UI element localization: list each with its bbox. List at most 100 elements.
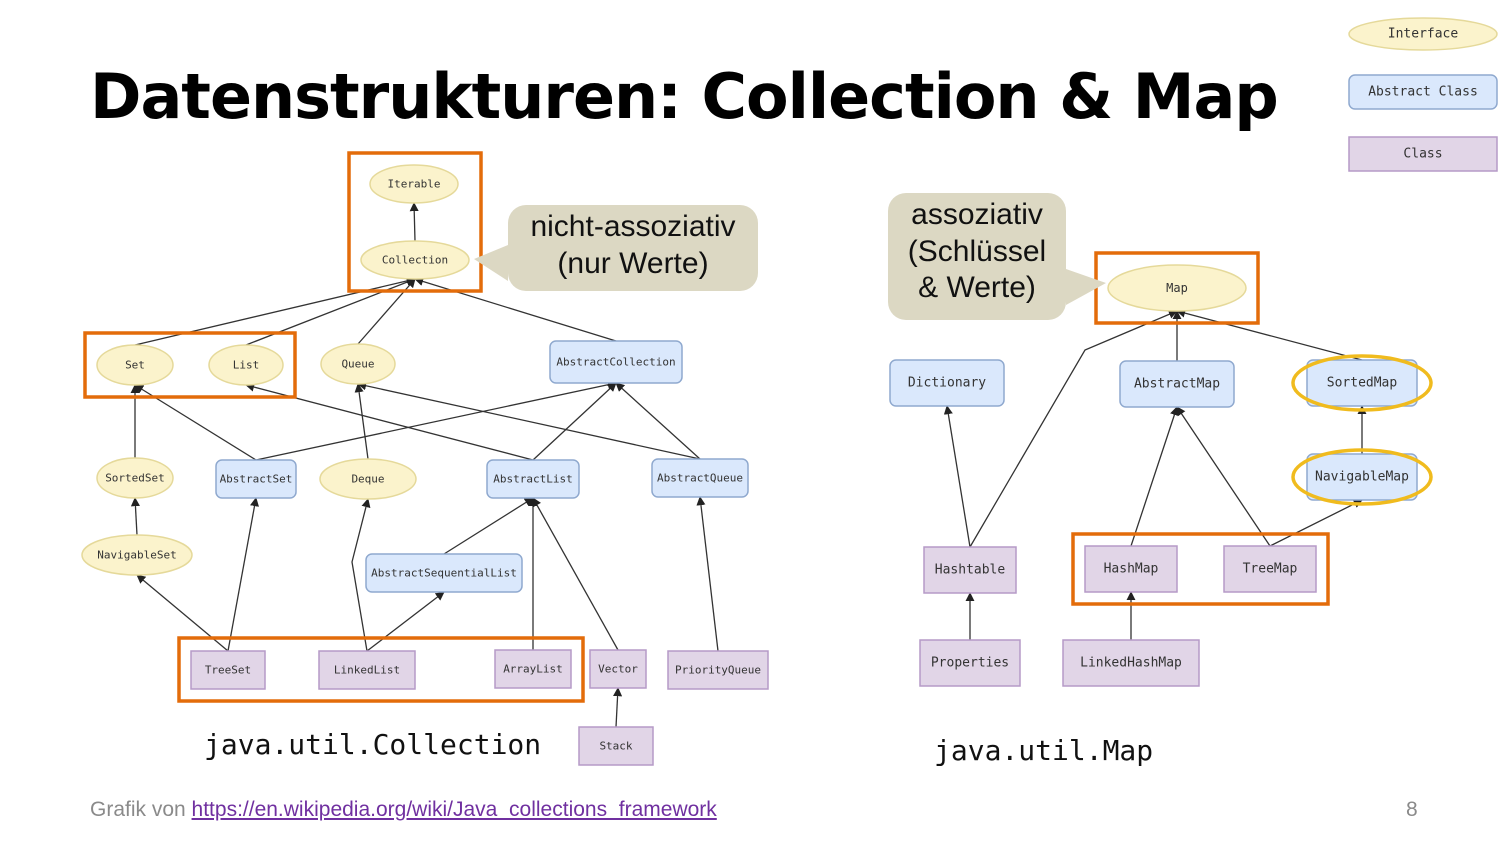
legend-item-class: Class (1348, 136, 1498, 172)
interface-shape (369, 164, 459, 204)
node-label: Stack (599, 740, 632, 753)
edge-abstract-queue-to-abstract-collection (615, 382, 701, 460)
callout-associative: assoziativ (Schlüssel & Werte) (888, 193, 1106, 320)
highlight-box-set-list (83, 331, 297, 399)
highlight-box-iterable-collection (347, 151, 483, 293)
node-iterable: Iterable (369, 164, 459, 204)
callout-line: assoziativ (911, 198, 1043, 231)
node-hashtable: Hashtable (923, 546, 1017, 594)
node-abstract-collection: AbstractCollection (549, 340, 683, 384)
class-shape (919, 639, 1021, 687)
callout-line: (Schlüssel (907, 234, 1047, 268)
abstract-class-shape (1306, 359, 1418, 407)
node-label: Queue (341, 358, 374, 371)
highlight-ring (1291, 448, 1433, 506)
node-label: TreeSet (205, 664, 251, 677)
node-tree-set: TreeSet (190, 650, 266, 690)
node-abstract-set: AbstractSet (215, 459, 297, 499)
node-label: Dictionary (908, 376, 986, 391)
node-set: Set (96, 344, 174, 386)
legend-label: Class (1403, 147, 1442, 162)
legend-swatch (1348, 17, 1498, 51)
node-label: Deque (351, 473, 384, 486)
page-number: 8 (1406, 798, 1418, 821)
node-map: Map (1107, 264, 1247, 312)
source-credit: Grafik von https://en.wikipedia.org/wiki… (90, 798, 717, 822)
package-label-collection: java.util.Collection (204, 728, 542, 761)
edge-stack-to-vector (613, 687, 623, 728)
edge-collection-to-iterable (409, 202, 419, 242)
callout-line: & Werte) (918, 271, 1036, 305)
node-label: NavigableSet (97, 549, 176, 562)
callout-non-associative: nicht-assoziativ (nur Werte) (474, 205, 758, 291)
abstract-class-shape (549, 340, 683, 384)
abstract-class-shape (365, 553, 523, 593)
node-label: Collection (382, 254, 448, 267)
node-abstract-sequential-list: AbstractSequentialList (365, 553, 523, 593)
node-label: Properties (931, 656, 1009, 671)
node-label: AbstractCollection (556, 356, 675, 369)
class-shape (494, 649, 572, 689)
edge-queue-to-collection (357, 278, 416, 345)
node-label: LinkedList (334, 664, 400, 677)
node-label: SortedMap (1327, 376, 1398, 391)
edge-sorted-map-to-map (1176, 308, 1363, 361)
legend-label: Interface (1388, 27, 1459, 42)
source-link[interactable]: https://en.wikipedia.org/wiki/Java_colle… (191, 798, 717, 821)
node-label: PriorityQueue (675, 664, 761, 677)
node-label: Map (1166, 281, 1188, 295)
callout-tail (1066, 269, 1106, 305)
node-label: TreeMap (1243, 562, 1298, 577)
source-prefix: Grafik von (90, 798, 186, 821)
node-linked-list: LinkedList (318, 650, 416, 690)
node-vector: Vector (589, 649, 647, 689)
callout-tail (474, 245, 508, 281)
edge-navigable-set-to-sorted-set (130, 497, 140, 536)
class-shape (578, 726, 654, 766)
package-label-map: java.util.Map (934, 734, 1154, 767)
highlight-rings-layer (1291, 354, 1433, 506)
node-label: AbstractSet (220, 473, 293, 486)
interface-shape (320, 343, 396, 385)
highlight-groups-layer (83, 151, 1330, 703)
node-linked-hash-map: LinkedHashMap (1062, 639, 1200, 687)
edge-set-to-collection (134, 276, 416, 346)
node-sorted-map: SortedMap (1306, 359, 1418, 407)
edge-hashtable-to-map (969, 310, 1178, 548)
highlight-ring (1291, 354, 1433, 412)
node-label: Set (125, 359, 145, 372)
interface-shape (96, 457, 174, 499)
node-stack: Stack (578, 726, 654, 766)
edge-linked-list-to-deque (351, 498, 371, 652)
node-list: List (208, 344, 284, 386)
edge-abstract-sequential-list-to-abstract-list (443, 497, 534, 555)
node-abstract-queue: AbstractQueue (651, 458, 749, 498)
node-deque: Deque (319, 458, 417, 500)
class-shape (190, 650, 266, 690)
interface-shape (319, 458, 417, 500)
node-dictionary: Dictionary (889, 359, 1005, 407)
class-shape (667, 650, 769, 690)
class-shape (1062, 639, 1200, 687)
class-shape (589, 649, 647, 689)
edge-tree-map-to-abstract-map (1176, 406, 1271, 547)
node-abstract-map: AbstractMap (1119, 360, 1235, 408)
slide-title: Datenstrukturen: Collection & Map (90, 60, 1279, 133)
interface-shape (1107, 264, 1247, 312)
node-label: LinkedHashMap (1080, 656, 1182, 671)
edge-tree-set-to-abstract-set (227, 497, 260, 652)
node-label: HashMap (1104, 562, 1159, 577)
node-label: Hashtable (935, 563, 1006, 578)
class-shape (318, 650, 416, 690)
legend-label: Abstract Class (1368, 85, 1478, 100)
edge-deque-to-queue (354, 383, 369, 460)
abstract-class-shape (889, 359, 1005, 407)
node-label: NavigableMap (1315, 470, 1409, 485)
node-label: AbstractMap (1134, 377, 1220, 392)
node-properties: Properties (919, 639, 1021, 687)
legend-item-interface: Interface (1348, 17, 1498, 51)
interface-shape (208, 344, 284, 386)
node-label: List (233, 359, 260, 372)
